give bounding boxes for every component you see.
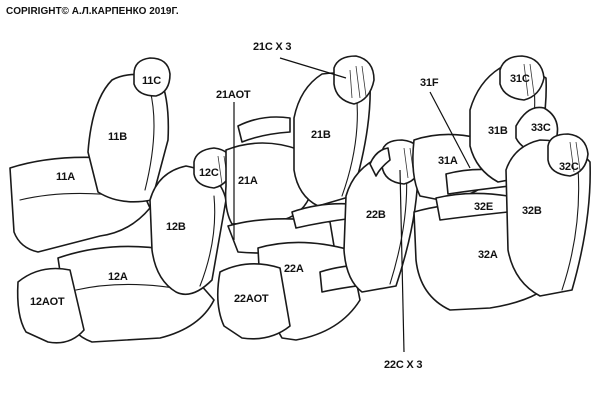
label-31f: 31F [420,77,439,89]
label-22a: 22A [284,263,304,275]
label-12aot: 12AOT [30,296,65,308]
seat-22 [216,139,423,341]
seat-21 [224,55,375,254]
leader-21c [279,57,347,79]
label-32e: 32E [474,201,493,213]
label-31b: 31B [488,125,508,137]
seat-32 [413,133,591,311]
label-31c: 31C [510,73,530,85]
leader-31f [429,91,471,169]
label-21b: 21B [311,129,331,141]
label-12a: 12A [108,271,128,283]
label-32a: 32A [478,249,498,261]
label-32c: 32C [559,161,579,173]
copyright-text: COPIRIGHT© А.Л.КАРПЕНКО 2019Г. [6,6,179,17]
label-31a: 31A [438,155,458,167]
label-21a: 21A [238,175,258,187]
label-12c: 12C [199,167,219,179]
label-11b: 11B [108,131,127,143]
label-22aot: 22AOT [234,293,269,305]
leader-22c [399,169,405,353]
label-32b: 32B [522,205,542,217]
label-22c: 22C X 3 [384,359,422,371]
seat-12 [16,147,233,344]
seat-11 [9,57,171,253]
label-11a: 11A [56,171,75,183]
label-21c: 21C X 3 [253,41,291,53]
label-21aot: 21AOT [216,89,251,101]
label-12b: 12B [166,221,186,233]
label-22b: 22B [366,209,386,221]
label-33c: 33C [531,122,551,134]
label-11c: 11C [142,75,161,87]
